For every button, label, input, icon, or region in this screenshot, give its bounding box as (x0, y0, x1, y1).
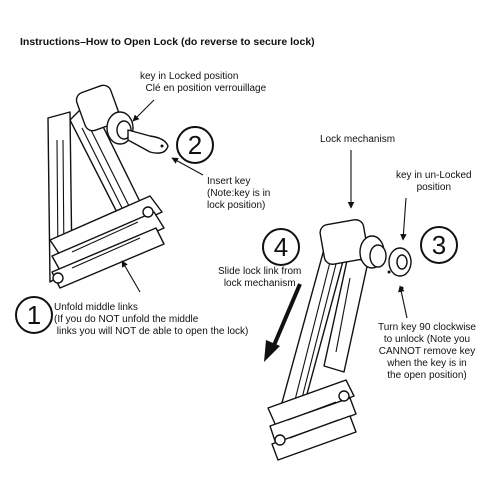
label-key-locked: key in Locked position Clé en position v… (140, 71, 267, 94)
step-4-circle: 4 (262, 228, 300, 266)
label-insert-key: Insert key (Note:key is in lock position… (207, 176, 271, 211)
lock-link-lower-1 (267, 379, 355, 427)
lock-link-stack-1 (49, 195, 163, 259)
folded-lock-illustration (47, 84, 169, 289)
arrow-key-locked (132, 99, 155, 122)
label-key-unlocked: key in un-Locked position (396, 170, 472, 193)
arrow-turn-key (398, 285, 408, 319)
slide-direction-arrow (264, 283, 302, 362)
unfolding-lock-illustration (267, 219, 412, 461)
step-1-circle: 1 (15, 296, 53, 334)
arrow-key-unlocked (400, 197, 407, 241)
arrow-unfold-links (121, 260, 141, 293)
lock-link-stack-2 (51, 211, 165, 275)
label-lock-mechanism: Lock mechanism (320, 134, 396, 145)
step-2-circle: 2 (176, 126, 214, 164)
key-locked (127, 129, 169, 154)
arrow-insert-key (171, 157, 204, 176)
label-unfold-links: Unfold middle links (If you do NOT unfol… (54, 302, 249, 337)
label-slide-link: Slide lock link from lock mechanism (218, 266, 302, 289)
label-turn-key: Turn key 90 clockwise to unlock (Note yo… (378, 322, 476, 381)
step-3-circle: 3 (420, 226, 458, 264)
page-title: Instructions–How to Open Lock (do revers… (20, 36, 315, 48)
